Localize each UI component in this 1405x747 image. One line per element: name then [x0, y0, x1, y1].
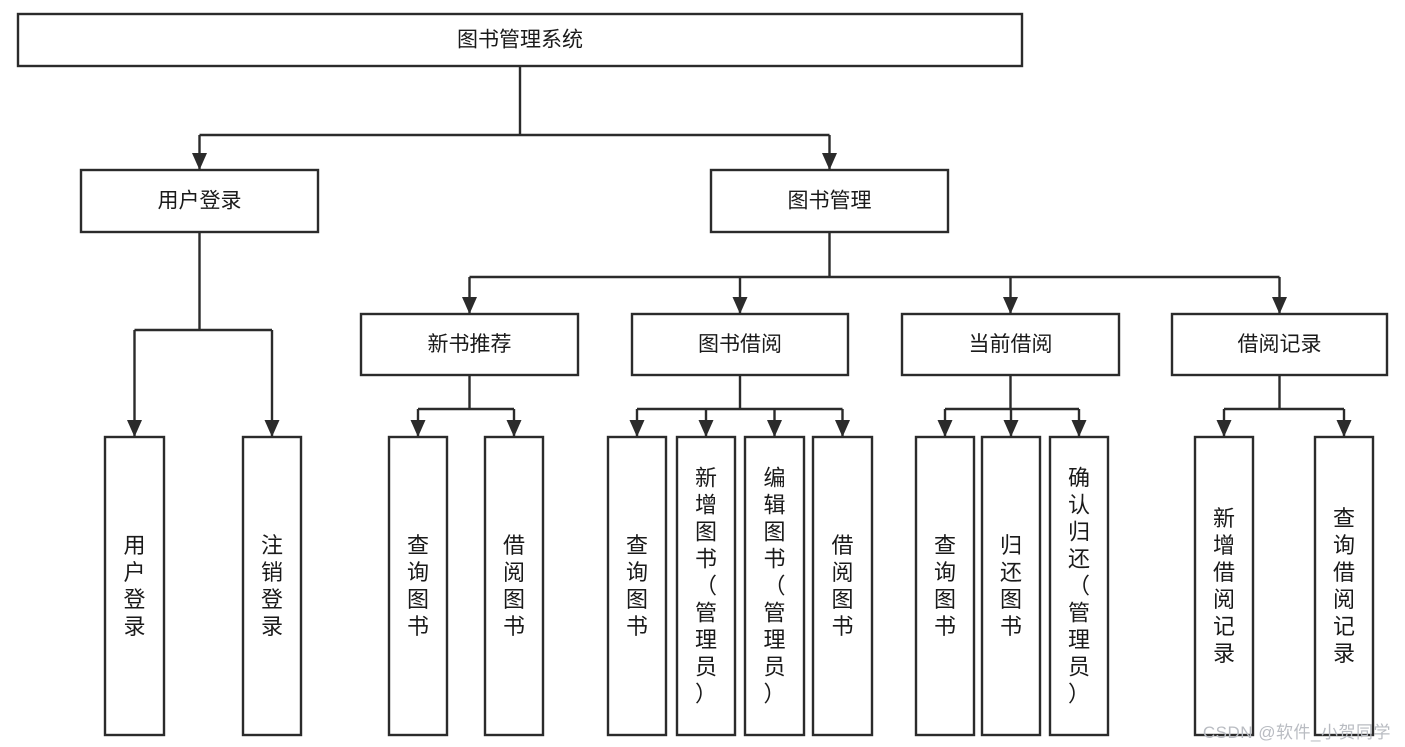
node-user-login[interactable]: 用户登录: [79, 168, 320, 234]
node-label-leaf-query-book-recommend: 查询图书: [407, 533, 429, 639]
node-label-leaf-borrow-book: 借阅图书: [831, 533, 853, 639]
node-box-borrow-record: [1170, 312, 1389, 377]
node-leaf-add-book-admin[interactable]: 新增图书（管理员）: [675, 435, 737, 737]
node-leaf-query-book-current[interactable]: 查询图书: [914, 435, 976, 737]
node-borrow-record[interactable]: 借阅记录: [1170, 312, 1389, 377]
node-box-leaf-add-book-admin: [675, 435, 737, 737]
arrowhead: [1003, 420, 1019, 437]
arrowhead: [264, 420, 280, 437]
node-label-current-borrow: 当前借阅: [969, 333, 1053, 356]
node-new-book-recommend[interactable]: 新书推荐: [359, 312, 580, 377]
node-box-leaf-borrow-book: [811, 435, 874, 737]
node-box-book-borrow: [630, 312, 850, 377]
node-label-book-borrow: 图书借阅: [698, 333, 782, 356]
node-label-leaf-add-book-admin: 新增图书（管理员）: [695, 466, 717, 707]
node-root[interactable]: 图书管理系统: [16, 12, 1024, 68]
node-label-leaf-query-book-current: 查询图书: [934, 533, 956, 639]
node-leaf-query-book-recommend[interactable]: 查询图书: [387, 435, 449, 737]
node-label-leaf-query-book-borrow: 查询图书: [626, 533, 648, 639]
node-box-leaf-return-book: [980, 435, 1042, 737]
arrowhead: [835, 420, 850, 437]
node-box-leaf-borrow-book-recommend: [483, 435, 545, 737]
arrowhead: [192, 153, 207, 170]
arrowhead: [698, 420, 714, 437]
arrowhead: [410, 420, 426, 437]
node-leaf-add-borrow-record[interactable]: 新增借阅记录: [1193, 435, 1255, 737]
node-label-book-management: 图书管理: [788, 190, 872, 213]
node-label-leaf-user-logout: 注销登录: [261, 533, 283, 639]
node-box-leaf-edit-book-admin: [743, 435, 806, 737]
node-book-management[interactable]: 图书管理: [709, 168, 950, 234]
connector-lines: [127, 66, 1352, 437]
node-current-borrow[interactable]: 当前借阅: [900, 312, 1121, 377]
node-label-leaf-return-book: 归还图书: [1000, 533, 1022, 639]
node-book-borrow[interactable]: 图书借阅: [630, 312, 850, 377]
node-label-borrow-record: 借阅记录: [1238, 333, 1322, 356]
node-box-current-borrow: [900, 312, 1121, 377]
node-label-leaf-edit-book-admin: 编辑图书（管理员）: [763, 466, 785, 707]
node-box-leaf-query-book-borrow: [606, 435, 668, 737]
node-box-leaf-add-borrow-record: [1193, 435, 1255, 737]
node-box-leaf-user-login: [103, 435, 166, 737]
arrowhead: [1071, 420, 1087, 437]
arrowhead: [1336, 420, 1352, 437]
arrowhead: [767, 420, 782, 437]
node-label-leaf-user-login: 用户登录: [123, 533, 145, 639]
arrowhead: [732, 297, 748, 314]
node-box-leaf-query-book-recommend: [387, 435, 449, 737]
node-label-user-login: 用户登录: [158, 190, 242, 213]
node-label-leaf-borrow-book-recommend: 借阅图书: [503, 533, 525, 639]
node-leaf-query-book-borrow[interactable]: 查询图书: [606, 435, 668, 737]
node-box-leaf-query-book-current: [914, 435, 976, 737]
node-leaf-query-borrow-record[interactable]: 查询借阅记录: [1313, 435, 1375, 737]
node-label-leaf-add-borrow-record: 新增借阅记录: [1213, 506, 1235, 666]
arrowhead: [127, 420, 142, 437]
node-leaf-user-login[interactable]: 用户登录: [103, 435, 166, 737]
arrowhead: [506, 420, 522, 437]
node-box-user-login: [79, 168, 320, 234]
node-label-leaf-confirm-return-admin: 确认归还（管理员）: [1068, 466, 1090, 707]
arrowhead: [1003, 297, 1018, 314]
node-box-new-book-recommend: [359, 312, 580, 377]
node-leaf-user-logout[interactable]: 注销登录: [241, 435, 303, 737]
arrowhead: [822, 153, 837, 170]
node-box-root: [16, 12, 1024, 68]
node-leaf-borrow-book[interactable]: 借阅图书: [811, 435, 874, 737]
arrowhead: [629, 420, 645, 437]
node-label-new-book-recommend: 新书推荐: [428, 333, 512, 356]
node-label-leaf-query-borrow-record: 查询借阅记录: [1333, 506, 1355, 666]
arrowhead: [462, 297, 477, 314]
node-box-book-management: [709, 168, 950, 234]
node-box-leaf-query-borrow-record: [1313, 435, 1375, 737]
arrowhead: [937, 420, 953, 437]
node-leaf-confirm-return-admin[interactable]: 确认归还（管理员）: [1048, 435, 1110, 737]
node-leaf-borrow-book-recommend[interactable]: 借阅图书: [483, 435, 545, 737]
node-box-leaf-user-logout: [241, 435, 303, 737]
node-boxes: 图书管理系统用户登录图书管理新书推荐图书借阅当前借阅借阅记录用户登录注销登录查询…: [16, 12, 1389, 737]
arrowhead: [1272, 297, 1287, 314]
arrowhead: [1216, 420, 1232, 437]
node-box-leaf-confirm-return-admin: [1048, 435, 1110, 737]
csdn-watermark: CSDN @软件_小贺同学: [1202, 723, 1391, 742]
node-leaf-edit-book-admin[interactable]: 编辑图书（管理员）: [743, 435, 806, 737]
node-leaf-return-book[interactable]: 归还图书: [980, 435, 1042, 737]
node-label-root: 图书管理系统: [457, 29, 583, 52]
